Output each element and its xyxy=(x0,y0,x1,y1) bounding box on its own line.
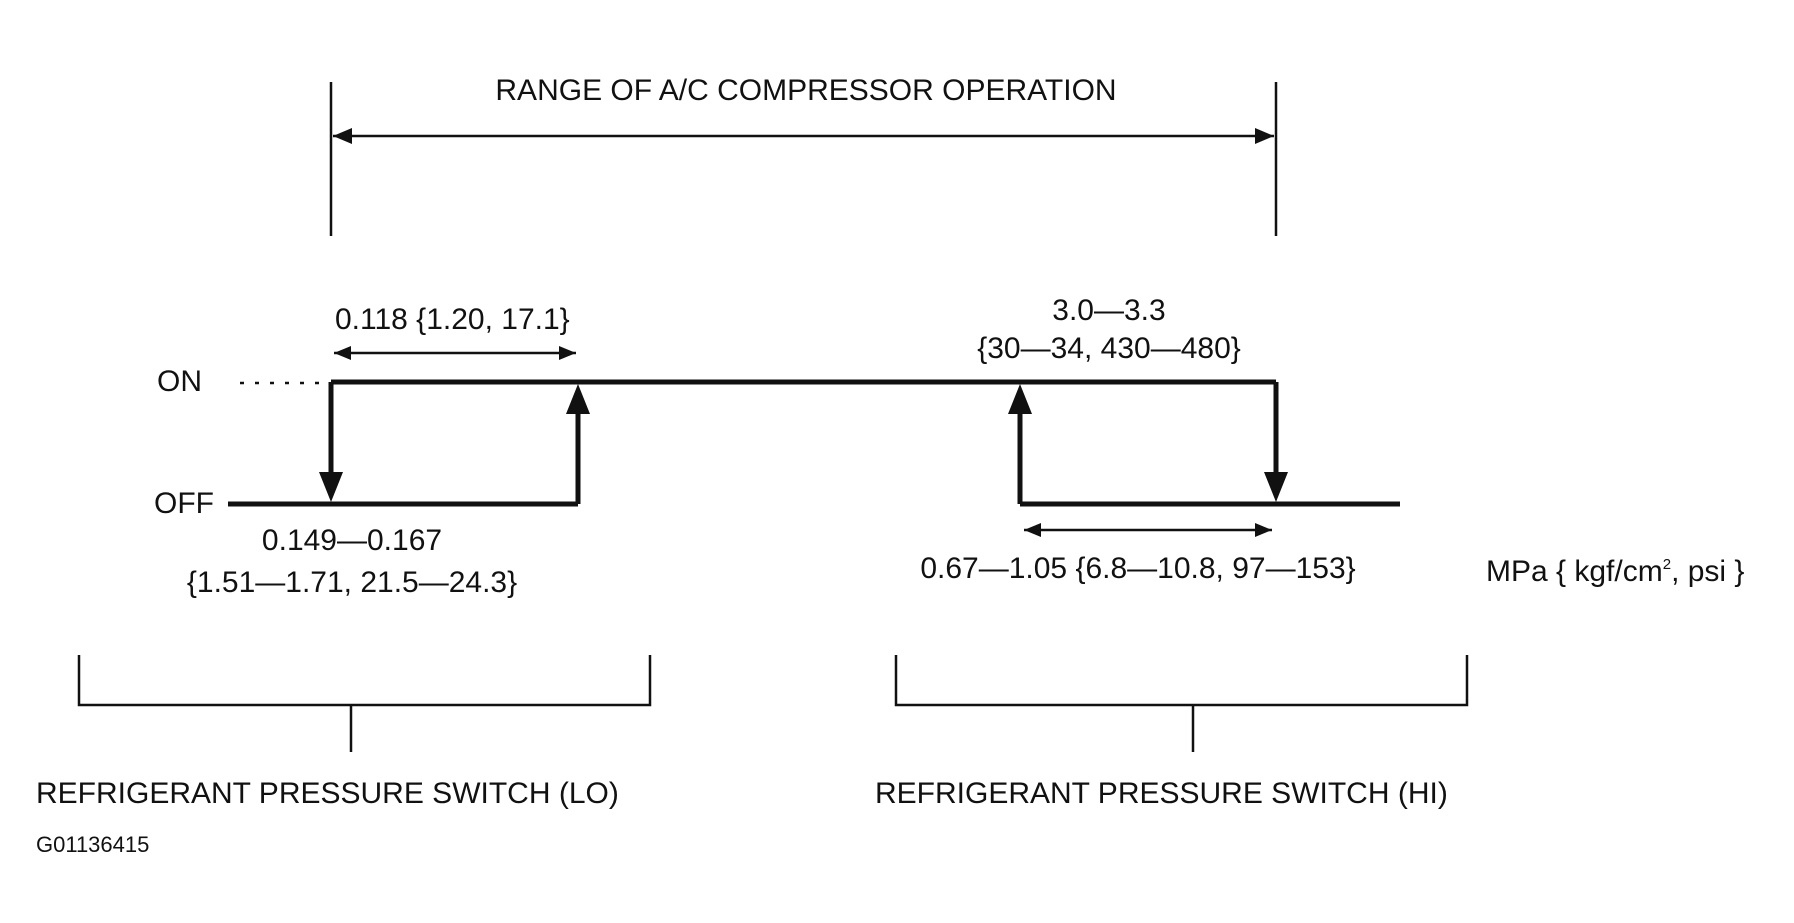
lo-switch-values: 0.118 {1.20, 17.1} 0.149—0.167 {1.51—1.7… xyxy=(187,303,576,599)
hi-switch-up-arrow-head xyxy=(1008,384,1032,414)
lo-bracket-outline xyxy=(77,655,652,707)
hi-hysteresis-value: 0.67—1.05 {6.8—10.8, 97—153} xyxy=(920,552,1355,585)
hi-bracket-outline xyxy=(894,655,1469,707)
hi-off-value-line2: {30—34, 430—480} xyxy=(977,332,1241,365)
lo-switch-label: REFRIGERANT PRESSURE SWITCH (LO) xyxy=(36,777,619,810)
range-arrow-head-right xyxy=(1255,128,1274,144)
lo-hysteresis-value: 0.118 {1.20, 17.1} xyxy=(335,303,570,336)
hi-switch-down-arrow-head xyxy=(1264,472,1288,502)
lo-off-value-line1: 0.149—0.167 xyxy=(262,524,442,557)
on-label: ON xyxy=(157,365,202,398)
hi-hysteresis-arrow-head-right xyxy=(1255,523,1272,537)
hi-off-value-line1: 3.0—3.3 xyxy=(1052,294,1165,327)
lo-hysteresis-arrow-head-right xyxy=(559,346,576,360)
units-suffix: , psi } xyxy=(1671,555,1744,588)
lo-off-value-line2: {1.51—1.71, 21.5—24.3} xyxy=(187,566,517,599)
hi-switch-values: 3.0—3.3 {30—34, 430—480} 0.67—1.05 {6.8—… xyxy=(920,294,1355,585)
units-superscript: 2 xyxy=(1663,556,1671,573)
lo-switch-bracket: REFRIGERANT PRESSURE SWITCH (LO) xyxy=(36,655,652,810)
lo-switch-down-arrow-head xyxy=(319,472,343,502)
hi-switch-bracket: REFRIGERANT PRESSURE SWITCH (HI) xyxy=(875,655,1469,810)
figure-code: G01136415 xyxy=(36,832,149,857)
range-label: RANGE OF A/C COMPRESSOR OPERATION xyxy=(495,74,1116,107)
hi-switch-label: REFRIGERANT PRESSURE SWITCH (HI) xyxy=(875,777,1448,810)
units-prefix: MPa { kgf/cm xyxy=(1486,555,1663,588)
lo-hysteresis-arrow-head-left xyxy=(334,346,351,360)
off-label: OFF xyxy=(154,487,214,520)
operation-range: RANGE OF A/C COMPRESSOR OPERATION xyxy=(329,74,1278,236)
lo-switch-up-arrow-head xyxy=(566,384,590,414)
switch-characteristic xyxy=(228,379,1400,507)
range-arrow-head-left xyxy=(333,128,352,144)
hi-hysteresis-arrow-head-left xyxy=(1024,523,1041,537)
units-label: MPa { kgf/cm2, psi } xyxy=(1486,555,1744,588)
